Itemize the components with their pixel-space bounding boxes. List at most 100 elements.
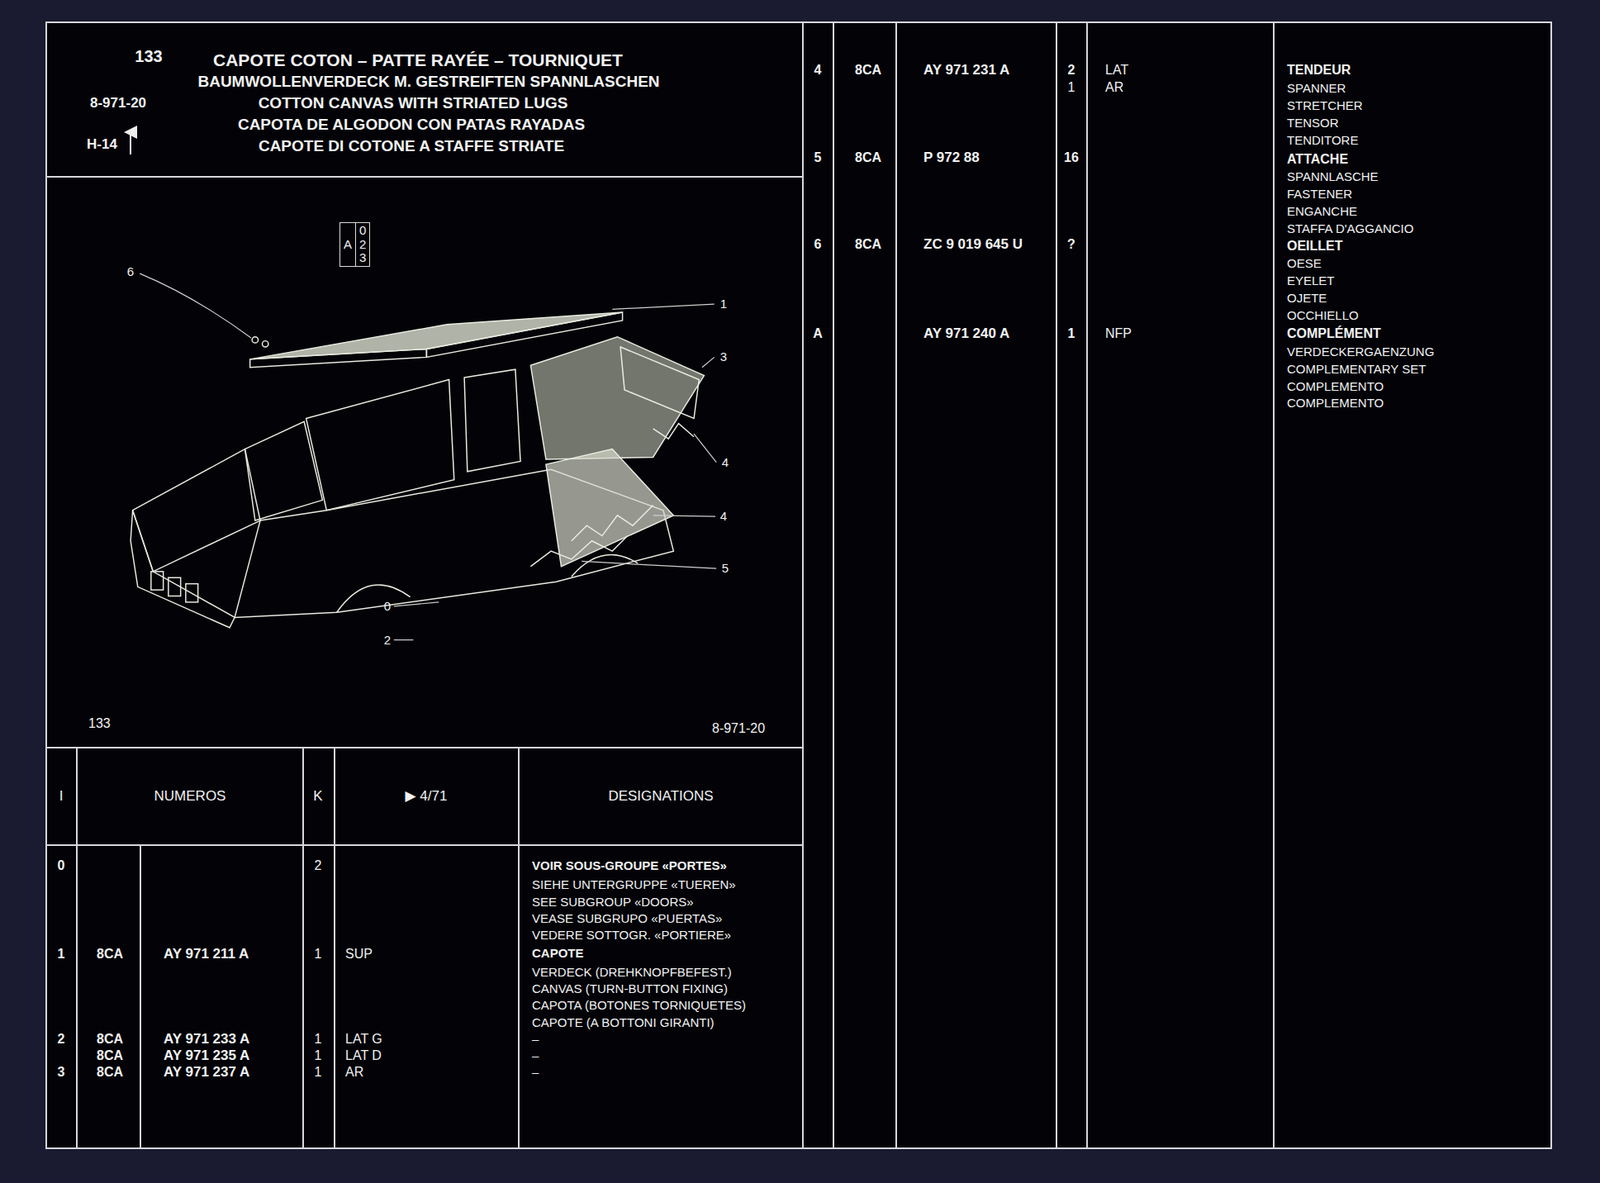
table-cell: ZC 9 019 645 U xyxy=(923,237,1023,253)
table-cell: 1 xyxy=(1068,80,1076,95)
header-text: BAUMWOLLENVERDECK M. GESTREIFTEN SPANNLA… xyxy=(197,73,660,91)
designation-text: – xyxy=(531,1032,539,1047)
table-cell: ▶ 4/71 xyxy=(405,788,448,805)
designation-text: SPANNLASCHE xyxy=(1286,170,1379,185)
table-cell: 16 xyxy=(1063,150,1079,166)
callout-number: 4 xyxy=(720,509,727,524)
table-cell: P 972 88 xyxy=(923,150,980,167)
callout-column: 023 xyxy=(355,223,370,266)
designation-text: VOIR SOUS-GROUPE «PORTES» xyxy=(531,859,727,874)
designation-text: FASTENER xyxy=(1286,187,1353,202)
table-cell: 8CA xyxy=(96,1031,124,1047)
callout-number: 4 xyxy=(721,455,729,471)
callout-number: 6 xyxy=(127,265,134,280)
designation-text: – xyxy=(531,1049,539,1064)
designation-text: TENSOR xyxy=(1286,116,1339,131)
designation-text: SIEHE UNTERGRUPPE «TUEREN» xyxy=(531,878,736,893)
vehicle-illustration xyxy=(130,312,704,628)
table-cell: 6 xyxy=(814,237,822,252)
table-cell: 8CA xyxy=(96,1048,124,1064)
callout-number: 0 xyxy=(384,599,391,614)
designation-text: OCCHIELLO xyxy=(1286,308,1359,323)
table-cell: 8CA xyxy=(854,150,882,166)
table-cell: LAT xyxy=(1105,62,1129,78)
table-cell: I xyxy=(59,788,64,805)
designation-text: VEDERE SOTTOGR. «PORTIERE» xyxy=(531,928,732,943)
table-cell: A xyxy=(812,326,823,342)
designation-text: CANVAS (TURN-BUTTON FIXING) xyxy=(531,982,728,997)
callout-number: 5 xyxy=(721,561,729,576)
header-text: CAPOTA DE ALGODON CON PATAS RAYADAS xyxy=(237,116,585,134)
designation-text: SEE SUBGROUP «DOORS» xyxy=(531,895,694,910)
table-cell: 1 xyxy=(57,946,66,962)
designation-text: OJETE xyxy=(1286,291,1327,306)
table-cell: ? xyxy=(1067,237,1076,252)
up-arrow xyxy=(129,132,132,155)
designation-text: STAFFA D'AGGANCIO xyxy=(1286,222,1414,237)
table-cell: AY 971 233 A xyxy=(163,1031,250,1048)
header-text: H-14 xyxy=(86,137,118,153)
table-cell: NFP xyxy=(1105,326,1132,342)
table-cell: AY 971 231 A xyxy=(923,62,1010,79)
table-cell: DESIGNATIONS xyxy=(607,788,713,805)
designation-text: OESE xyxy=(1286,256,1322,271)
header-text: CAPOTE DI COTONE A STAFFE STRIATE xyxy=(258,137,565,156)
table-cell: 3 xyxy=(57,1064,66,1080)
table-cell: 1 xyxy=(314,1064,323,1080)
designation-text: CAPOTA (BOTONES TORNIQUETES) xyxy=(531,998,746,1013)
table-cell: NUMEROS xyxy=(154,788,227,805)
designation-text: COMPLEMENTO xyxy=(1286,396,1384,411)
callout-number: 2 xyxy=(359,237,366,252)
table-cell: AR xyxy=(1105,80,1124,95)
designation-text: OEILLET xyxy=(1286,238,1344,254)
designation-text: TENDEUR xyxy=(1286,62,1351,78)
table-cell: LAT D xyxy=(345,1048,382,1064)
table-cell: 8CA xyxy=(854,237,882,252)
designation-text: VERDECKERGAENZUNG xyxy=(1286,345,1434,360)
table-cell: 8CA xyxy=(96,946,124,962)
header-text: 8-971-20 xyxy=(90,95,147,112)
table-cell: AY 971 237 A xyxy=(163,1064,250,1081)
designation-text: ATTACHE xyxy=(1286,151,1349,167)
callout-number: 3 xyxy=(359,251,366,266)
designation-text: EYELET xyxy=(1286,274,1335,289)
designation-text: COMPLEMENTO xyxy=(1286,379,1384,395)
callout-box: A023 xyxy=(339,222,371,267)
table-cell: LAT G xyxy=(345,1031,383,1047)
table-cell: 2 xyxy=(1068,62,1076,78)
table-cell: 1 xyxy=(314,946,323,962)
designation-text: CAPOTE xyxy=(531,946,584,961)
table-cell: 1 xyxy=(1068,326,1076,342)
designation-text: VEASE SUBGRUPO «PUERTAS» xyxy=(531,911,722,926)
callout-number: 2 xyxy=(384,633,391,648)
designation-text: VERDECK (DREHKNOPFBEFEST.) xyxy=(531,965,732,980)
leader-lines xyxy=(139,273,717,641)
table-cell: 5 xyxy=(814,150,822,166)
table-cell: AY 971 211 A xyxy=(163,946,249,963)
table-cell: SUP xyxy=(345,946,373,962)
table-cell: 8CA xyxy=(96,1064,124,1080)
table-cell: 8CA xyxy=(854,62,882,78)
table-cell: K xyxy=(313,788,323,805)
header-text: COTTON CANVAS WITH STRIATED LUGS xyxy=(258,94,569,113)
table-cell: AY 971 240 A xyxy=(923,326,1010,342)
designation-text: CAPOTE (A BOTTONI GIRANTI) xyxy=(531,1016,715,1031)
table-rules xyxy=(46,22,1552,1149)
callout-number: 0 xyxy=(359,223,366,238)
header-text: 133 xyxy=(134,47,162,66)
page-title: CAPOTE COTON – PATTE RAYÉE – TOURNIQUET xyxy=(213,50,623,70)
table-cell: 1 xyxy=(314,1031,323,1047)
table-cell: 0 xyxy=(57,858,66,874)
designation-text: COMPLÉMENT xyxy=(1286,326,1382,342)
designation-text: STRETCHER xyxy=(1286,99,1363,114)
callout-number: 1 xyxy=(720,297,727,312)
table-cell: 1 xyxy=(314,1048,323,1064)
designation-text: – xyxy=(531,1065,539,1080)
header-text: 8-971-20 xyxy=(712,721,765,736)
table-cell: 4 xyxy=(814,62,822,78)
table-cell: 2 xyxy=(57,1031,66,1047)
designation-text: SPANNER xyxy=(1286,81,1346,96)
callout-number: 3 xyxy=(720,350,727,365)
designation-text: COMPLEMENTARY SET xyxy=(1286,362,1426,377)
callout-letter: A xyxy=(340,237,356,252)
